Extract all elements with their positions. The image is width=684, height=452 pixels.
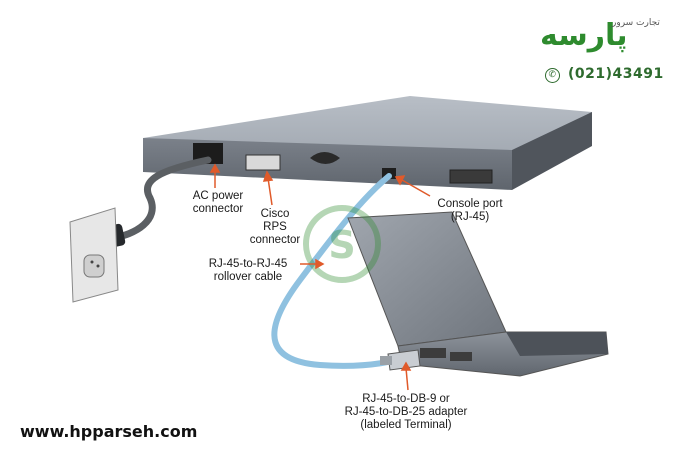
laptop-keyboard-side [506, 332, 608, 356]
rps-connector-port [245, 154, 281, 171]
watermark-logo: S [303, 205, 381, 283]
brand-logo-text: پارسه [540, 18, 628, 53]
svg-text:S: S [328, 223, 355, 267]
network-switch [143, 96, 592, 190]
callout-arrows [209, 163, 431, 391]
laptop-port-2 [450, 352, 472, 361]
db-adapter [380, 349, 421, 371]
adapter-label: RJ-45-to-DB-9 or RJ-45-to-DB-25 adapter … [344, 393, 468, 431]
switch-rear-connector [449, 169, 493, 184]
brand-subtitle: تجارت سرور [612, 18, 660, 28]
rollover-cable [271, 173, 401, 369]
website-link[interactable]: www.hpparseh.com [20, 422, 198, 441]
phone-number-text: (021)43491 [568, 66, 664, 82]
phone-number[interactable]: ✆ (021)43491 [545, 66, 664, 83]
phone-icon: ✆ [545, 68, 560, 83]
console-port-label: Console port (RJ-45) [437, 198, 503, 223]
laptop-lid [347, 211, 507, 347]
rollover-cable-label: RJ-45-to-RJ-45 rollover cable [208, 258, 288, 283]
switch-side [512, 112, 592, 190]
laptop [347, 211, 609, 377]
switch-front-panel [143, 138, 512, 190]
fan-vent [310, 152, 340, 164]
wall-outlet [69, 207, 119, 303]
ac-power-connector-label: AC power connector [192, 190, 244, 215]
cisco-rps-connector-label: Cisco RPS connector [249, 208, 301, 246]
laptop-serial-port [420, 348, 446, 358]
